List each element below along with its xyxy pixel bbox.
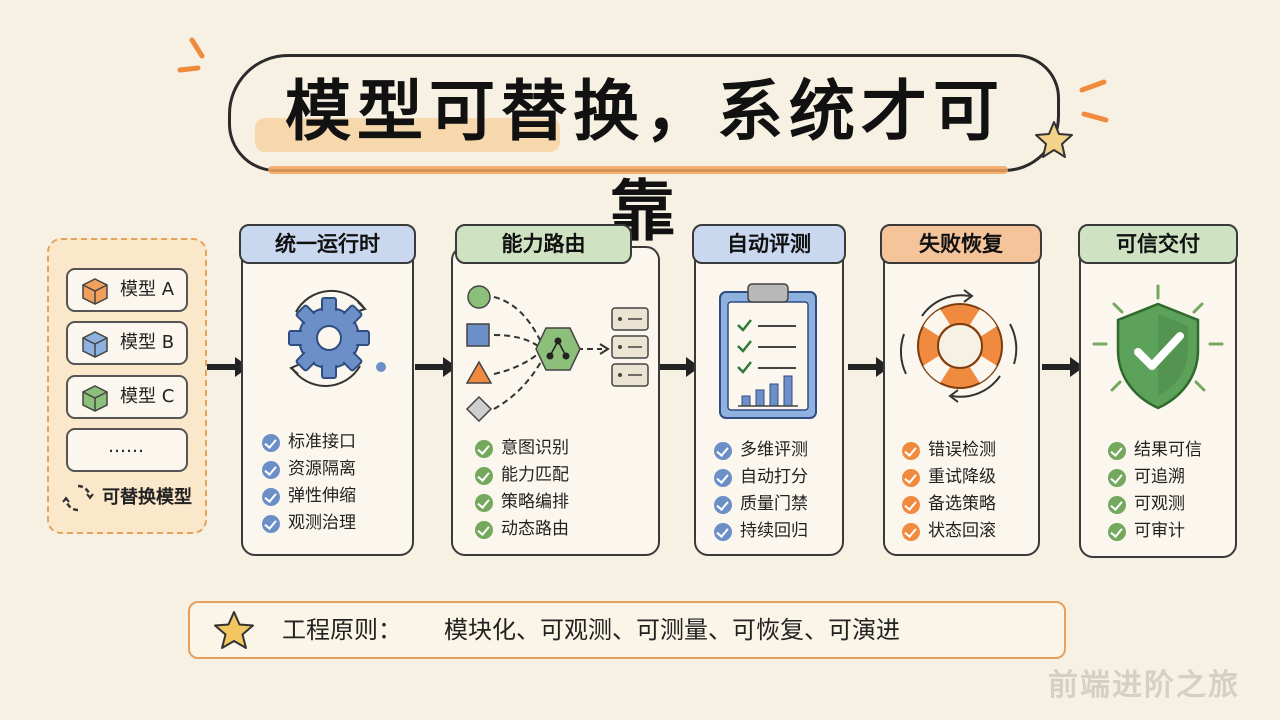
check-icon [902,495,920,514]
router-icon [465,285,649,422]
model-more-label: …… [108,436,144,457]
model-b-label: 模型 B [120,332,175,353]
principle-bar: 工程原则： 模块化、可观测、可测量、可恢复、可演进 [188,601,1066,659]
model-a-label: 模型 A [120,279,175,300]
stage-routing-title: 能力路由 [455,224,632,264]
list-item: 质量门禁 [714,491,808,518]
swap-cycle-icon [62,484,94,512]
model-a-card[interactable]: 模型 A [66,268,188,312]
check-icon [475,493,493,512]
check-icon [262,487,280,506]
check-icon [714,468,732,487]
shield-check-icon [1092,284,1224,410]
list-item: 标准接口 [262,429,356,456]
stage-delivery-title: 可信交付 [1078,224,1238,264]
list-item: 动态路由 [475,516,569,543]
arrow-right-icon [658,357,700,377]
check-icon [262,514,280,533]
principle-label: 工程原则： [282,616,402,644]
gear-icon [288,290,386,387]
stage-runtime-title: 统一运行时 [239,224,416,264]
list-item: 状态回滚 [902,518,996,545]
list-item: 多维评测 [714,437,808,464]
check-icon [1108,495,1126,514]
stage-runtime-list: 标准接口 资源隔离 弹性伸缩 观测治理 [262,429,356,537]
models-footer: 可替换模型 [102,487,192,508]
arrow-right-icon [1042,357,1084,377]
model-more-card[interactable]: …… [66,428,188,472]
list-item: 能力匹配 [475,462,569,489]
list-item: 自动打分 [714,464,808,491]
list-item: 备选策略 [902,491,996,518]
check-icon [475,520,493,539]
check-icon [902,468,920,487]
orange-cube-icon [82,278,108,305]
star-icon [214,611,254,649]
list-item: 意图识别 [475,435,569,462]
list-item: 观测治理 [262,510,356,537]
check-icon [714,441,732,460]
check-icon [1108,441,1126,460]
lifebuoy-icon [899,289,1018,403]
stage-recovery-title: 失败恢复 [880,224,1042,264]
stage-recovery-list: 错误检测 重试降级 备选策略 状态回滚 [902,437,996,545]
stage-eval-list: 多维评测 自动打分 质量门禁 持续回归 [714,437,808,545]
green-cube-icon [82,385,108,412]
list-item: 可追溯 [1108,464,1202,491]
model-c-label: 模型 C [120,386,175,407]
check-icon [902,522,920,541]
model-b-card[interactable]: 模型 B [66,321,188,365]
stage-eval-title: 自动评测 [692,224,846,264]
check-icon [262,433,280,452]
page-title: 模型可替换，系统才可靠 [285,73,1005,250]
check-icon [1108,522,1126,541]
list-item: 资源隔离 [262,456,356,483]
list-item: 弹性伸缩 [262,483,356,510]
model-c-card[interactable]: 模型 C [66,375,188,419]
check-icon [1108,468,1126,487]
title-highlight [255,118,560,152]
check-icon [714,495,732,514]
stage-routing-list: 意图识别 能力匹配 策略编排 动态路由 [475,435,569,543]
clipboard-chart-icon [719,283,817,419]
list-item: 策略编排 [475,489,569,516]
check-icon [902,441,920,460]
list-item: 错误检测 [902,437,996,464]
check-icon [475,466,493,485]
spark-right-icon [1079,79,1109,123]
check-icon [714,522,732,541]
spark-left-icon [177,37,205,73]
list-item: 重试降级 [902,464,996,491]
watermark: 前端进阶之旅 [1048,668,1240,703]
principle-value: 模块化、可观测、可测量、可恢复、可演进 [444,616,900,644]
check-icon [475,439,493,458]
stage-delivery-list: 结果可信 可追溯 可观测 可审计 [1108,437,1202,545]
check-icon [262,460,280,479]
list-item: 持续回归 [714,518,808,545]
blue-cube-icon [82,331,108,358]
list-item: 可观测 [1108,491,1202,518]
list-item: 结果可信 [1108,437,1202,464]
arrow-right-icon [415,357,457,377]
title-underline [268,166,1008,174]
list-item: 可审计 [1108,518,1202,545]
star-icon [1035,121,1073,158]
